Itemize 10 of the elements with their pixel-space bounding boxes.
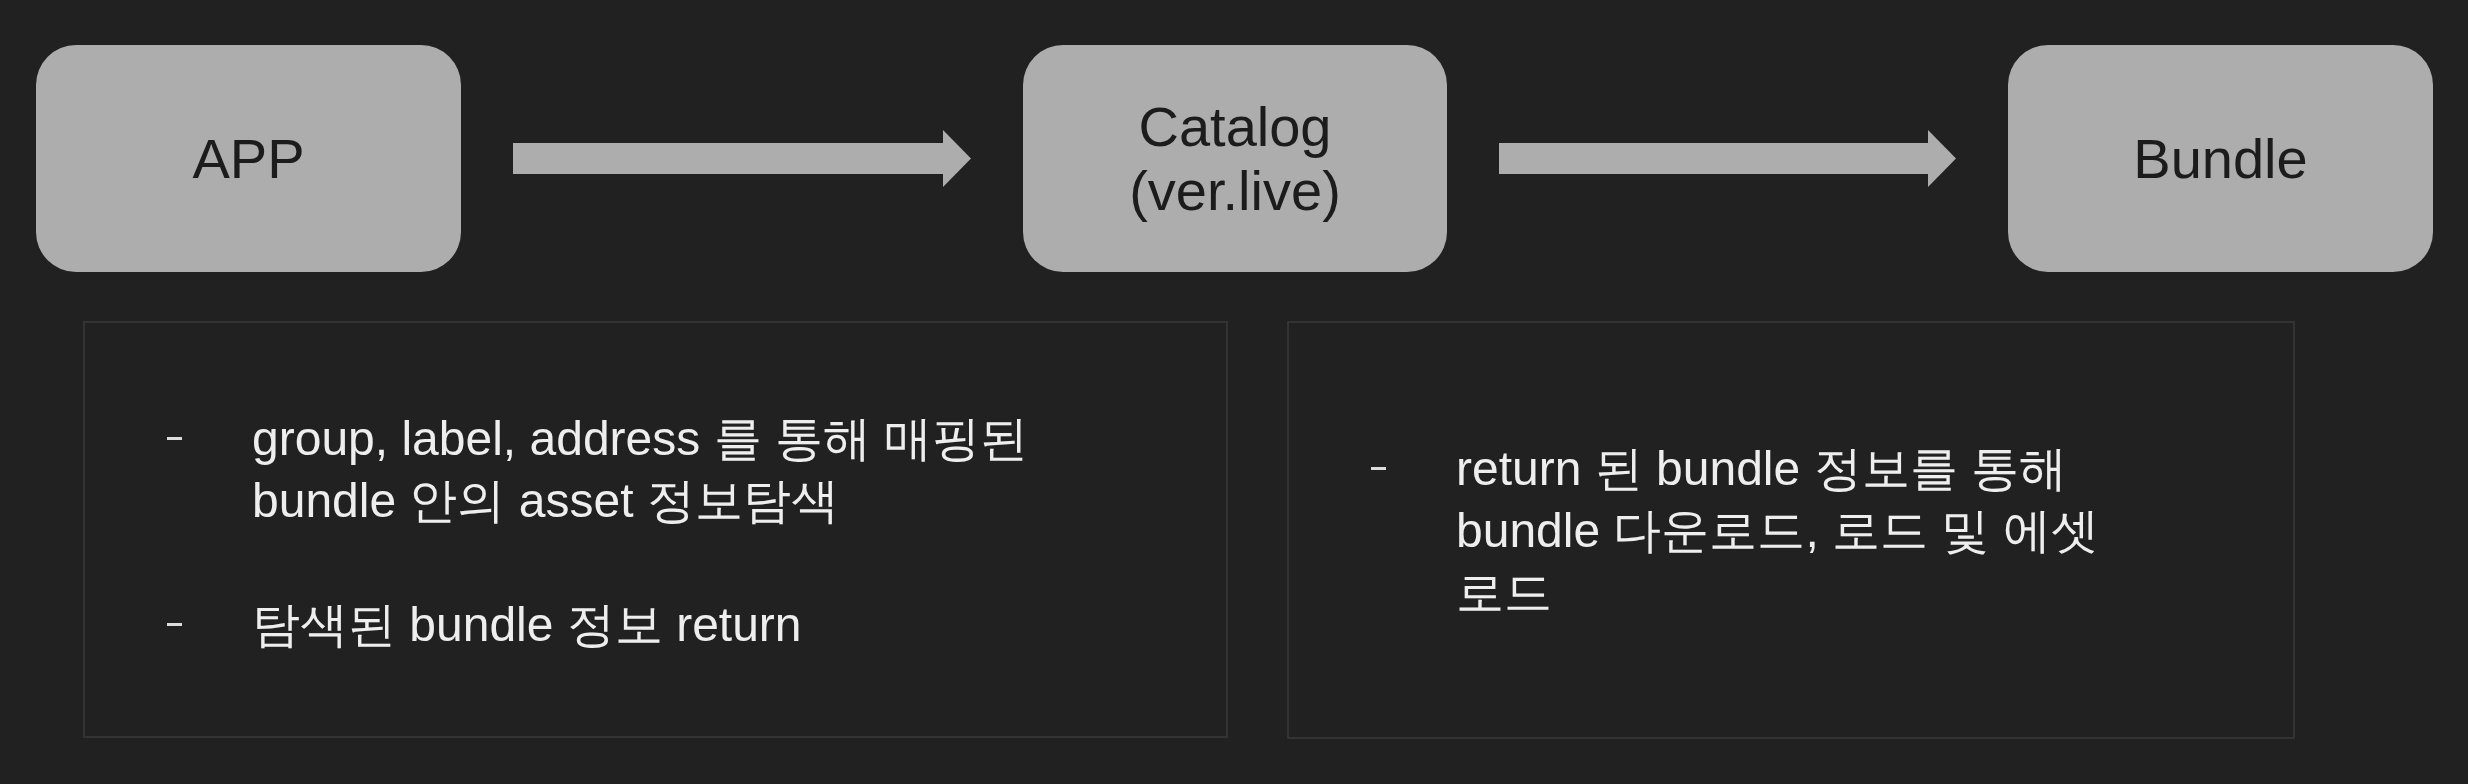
bullet-text: return 된 bundle 정보를 통해 bundle 다운로드, 로드 및 에셋 로드: [1456, 441, 2100, 621]
process-box: APP: [36, 45, 461, 272]
text-panel: [83, 321, 1228, 738]
bullet-text: group, label, address 를 통해 매핑된 bundle 안의 asset 정보탐색: [252, 411, 1030, 529]
text-panel: [1287, 321, 2295, 739]
bullet-text: 탐색된 bundle 정보 return: [252, 597, 803, 653]
process-box: Catalog (ver.live): [1023, 45, 1447, 272]
arrow: [513, 130, 971, 187]
arrow: [1499, 130, 1956, 187]
process-box: Bundle: [2008, 45, 2433, 272]
